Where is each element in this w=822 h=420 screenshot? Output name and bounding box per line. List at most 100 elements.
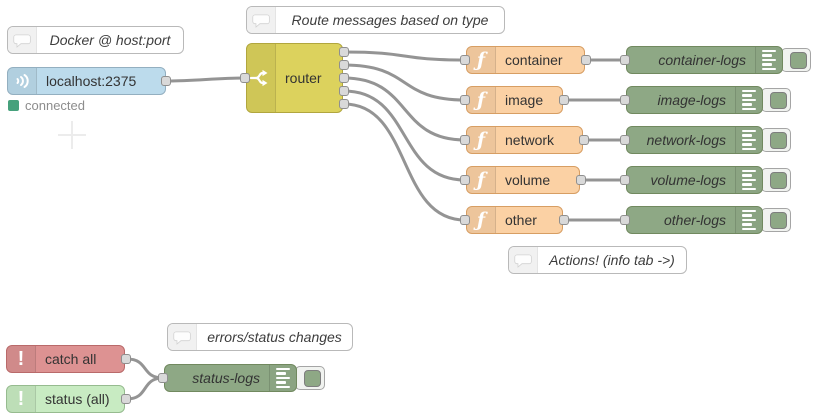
function-icon: ƒ <box>467 207 496 233</box>
exclamation-icon: ! <box>7 346 36 372</box>
port-container-out[interactable] <box>581 55 591 65</box>
port-image-out[interactable] <box>559 95 569 105</box>
debug-enable-toggle[interactable] <box>295 366 325 390</box>
speech-bubble-icon <box>247 7 276 33</box>
debug-enable-toggle[interactable] <box>761 128 791 152</box>
debug-enable-toggle[interactable] <box>781 48 811 72</box>
wire-status-to-statuslogs[interactable] <box>125 376 165 401</box>
port-other-logs-in[interactable] <box>620 215 630 225</box>
broadcast-waves-icon <box>8 68 37 94</box>
node-debug-other-logs[interactable]: other-logs <box>626 206 763 234</box>
fork-split-icon <box>247 44 276 112</box>
comment-node-docker-host[interactable]: Docker @ host:port <box>7 26 184 54</box>
comment-node-route-messages[interactable]: Route messages based on type <box>246 6 505 34</box>
function-glyph: ƒ <box>476 168 486 191</box>
function-icon: ƒ <box>467 87 496 113</box>
node-label: container <box>505 52 563 68</box>
node-label: catch all <box>45 351 97 367</box>
comment-label: errors/status changes <box>207 329 342 345</box>
exclamation-icon: ! <box>7 386 36 412</box>
port-status-out[interactable] <box>121 394 131 404</box>
node-router-switch[interactable]: router <box>246 43 343 113</box>
port-other-out[interactable] <box>559 215 569 225</box>
node-function-volume[interactable]: ƒ volume <box>466 166 580 194</box>
port-docker-out[interactable] <box>161 76 171 86</box>
port-router-out-2[interactable] <box>339 60 349 70</box>
function-glyph: ƒ <box>476 48 486 71</box>
node-label: localhost:2375 <box>46 73 137 89</box>
wire-router-to-container[interactable] <box>342 50 467 62</box>
node-catch-all[interactable]: ! catch all <box>6 345 125 373</box>
port-router-in[interactable] <box>240 73 250 83</box>
debug-list-lines-icon <box>735 127 762 153</box>
port-image-logs-in[interactable] <box>620 95 630 105</box>
function-icon: ƒ <box>467 127 496 153</box>
node-debug-status-logs[interactable]: status-logs <box>164 364 297 392</box>
port-router-out-3[interactable] <box>339 73 349 83</box>
alert-glyph: ! <box>17 388 25 410</box>
port-router-out-1[interactable] <box>339 47 349 57</box>
node-label: status-logs <box>192 370 260 386</box>
function-glyph: ƒ <box>476 88 486 111</box>
port-router-out-4[interactable] <box>339 86 349 96</box>
node-label: volume <box>505 172 551 188</box>
node-status-all[interactable]: ! status (all) <box>6 385 125 413</box>
wire-router-to-volume[interactable] <box>342 89 467 182</box>
comment-node-errors-status[interactable]: errors/status changes <box>167 323 353 351</box>
debug-list-lines-icon <box>735 167 762 193</box>
port-network-in[interactable] <box>460 135 470 145</box>
function-glyph: ƒ <box>476 128 486 151</box>
port-container-logs-in[interactable] <box>620 55 630 65</box>
port-volume-in[interactable] <box>460 175 470 185</box>
node-function-network[interactable]: ƒ network <box>466 126 583 154</box>
port-catch-out[interactable] <box>121 354 131 364</box>
node-label: image-logs <box>657 92 726 108</box>
node-status-indicator: connected <box>8 98 85 113</box>
function-glyph: ƒ <box>476 208 486 231</box>
node-docker-events[interactable]: localhost:2375 <box>7 67 166 95</box>
speech-bubble-icon <box>8 27 37 53</box>
debug-toggle-state <box>770 172 787 189</box>
status-connected-dot <box>8 100 19 111</box>
function-icon: ƒ <box>467 167 496 193</box>
debug-toggle-state <box>770 92 787 109</box>
port-network-logs-in[interactable] <box>620 135 630 145</box>
wire-router-to-image[interactable] <box>342 63 467 102</box>
port-network-out[interactable] <box>579 135 589 145</box>
node-label: status (all) <box>45 391 110 407</box>
status-connected-text: connected <box>25 98 85 113</box>
port-container-in[interactable] <box>460 55 470 65</box>
debug-enable-toggle[interactable] <box>761 88 791 112</box>
node-debug-volume-logs[interactable]: volume-logs <box>626 166 763 194</box>
debug-list-lines-icon <box>269 365 296 391</box>
port-status-logs-in[interactable] <box>158 373 168 383</box>
comment-label: Actions! (info tab ->) <box>549 252 675 268</box>
port-volume-out[interactable] <box>576 175 586 185</box>
port-volume-logs-in[interactable] <box>620 175 630 185</box>
node-debug-container-logs[interactable]: container-logs <box>626 46 783 74</box>
function-icon: ƒ <box>467 47 496 73</box>
port-router-out-5[interactable] <box>339 99 349 109</box>
wire-router-to-network[interactable] <box>342 76 467 142</box>
node-label: volume-logs <box>650 172 726 188</box>
node-function-other[interactable]: ƒ other <box>466 206 563 234</box>
debug-list-lines-icon <box>735 207 762 233</box>
node-debug-network-logs[interactable]: network-logs <box>626 126 763 154</box>
node-label: network-logs <box>646 132 726 148</box>
debug-enable-toggle[interactable] <box>761 208 791 232</box>
port-image-in[interactable] <box>460 95 470 105</box>
node-label: image <box>505 92 544 108</box>
comment-node-actions[interactable]: Actions! (info tab ->) <box>508 246 687 274</box>
wire-router-to-other[interactable] <box>342 102 467 222</box>
node-function-image[interactable]: ƒ image <box>466 86 563 114</box>
node-debug-image-logs[interactable]: image-logs <box>626 86 763 114</box>
debug-toggle-state <box>770 212 787 229</box>
node-function-container[interactable]: ƒ container <box>466 46 585 74</box>
port-other-in[interactable] <box>460 215 470 225</box>
debug-list-lines-icon <box>755 47 782 73</box>
wire-docker-to-router[interactable] <box>165 76 247 83</box>
debug-list-lines-icon <box>735 87 762 113</box>
debug-enable-toggle[interactable] <box>761 168 791 192</box>
